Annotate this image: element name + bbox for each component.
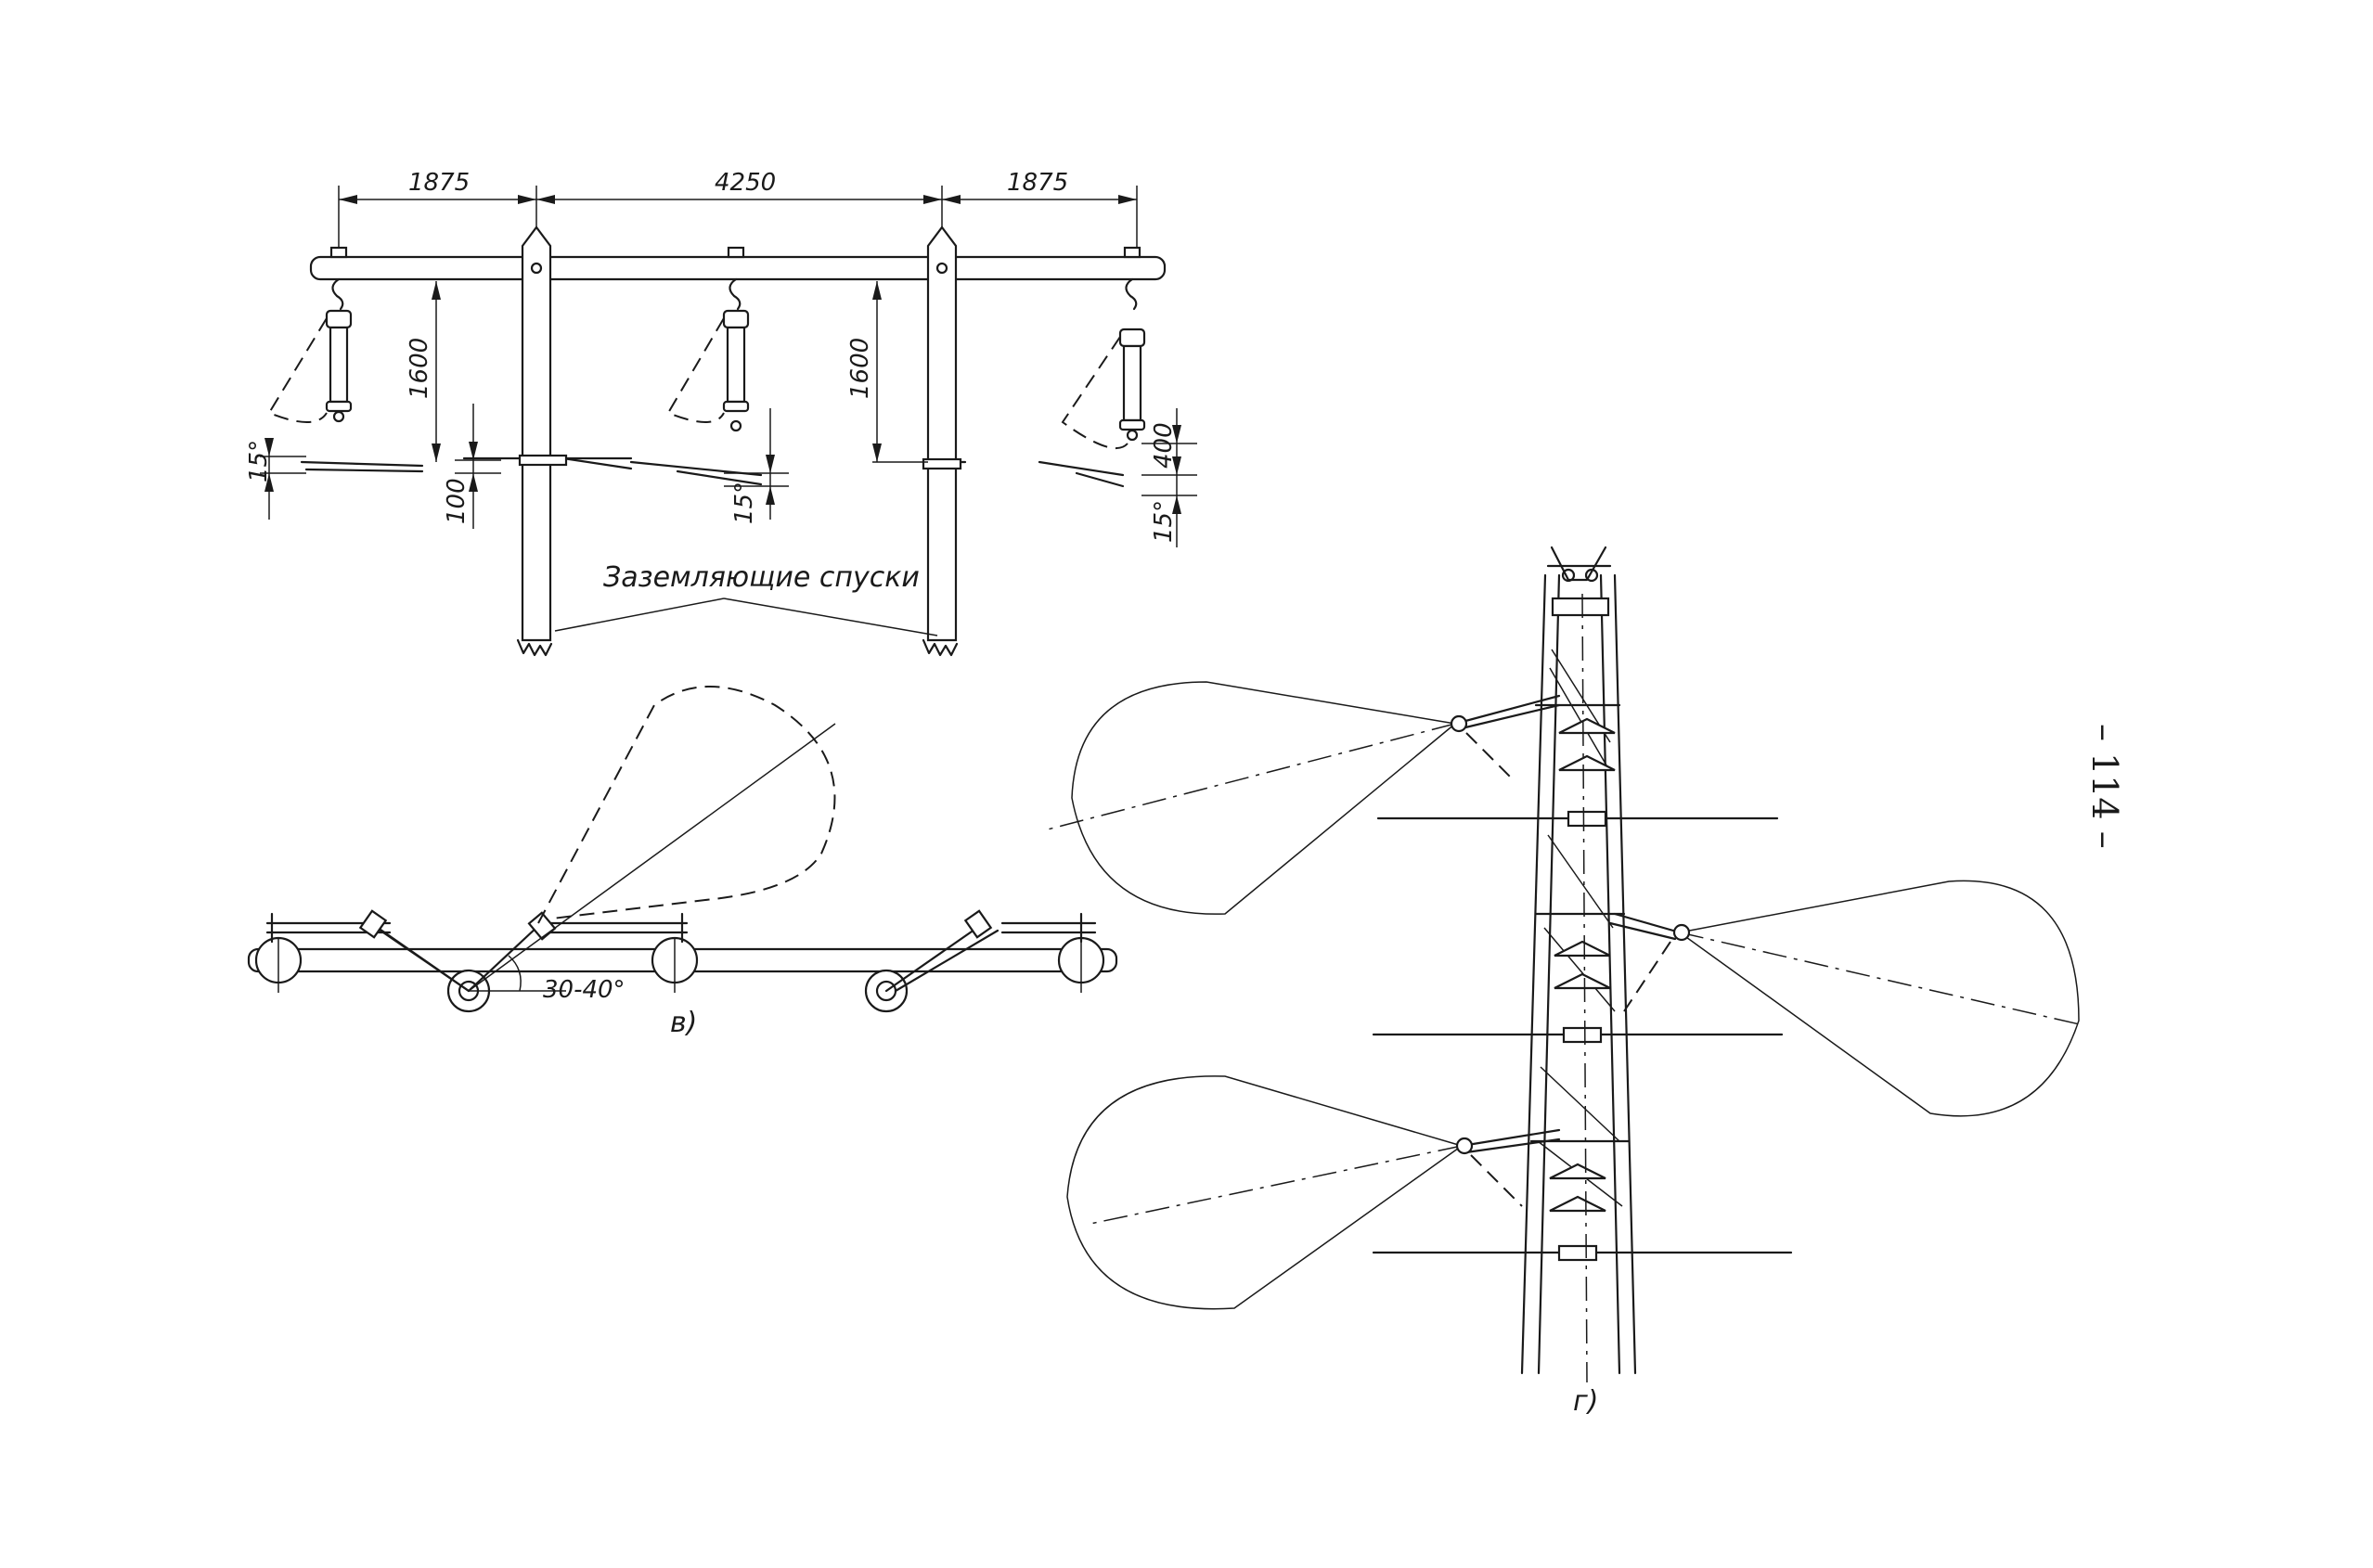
tower-elevation-g: г) — [1043, 546, 2084, 1418]
ground-caption-group: Заземляющие спуски — [554, 561, 938, 636]
insulator-stack-2 — [1554, 940, 1611, 1044]
dim-height-left: 1600 — [406, 338, 433, 399]
switch-blades — [300, 454, 1125, 488]
hanging-insulator-center — [666, 246, 750, 432]
insulator-stack-1 — [1558, 717, 1616, 828]
angle-right: 15° — [1150, 500, 1178, 543]
dim-right-span: 1875 — [1007, 169, 1068, 197]
angle-center: 15° — [730, 482, 758, 524]
dim-left-span: 1875 — [408, 169, 470, 197]
top-dimension-line: 1875 4250 1875 — [338, 169, 1138, 251]
figure-g-letter: г) — [1573, 1385, 1598, 1418]
swing-lobe-upper-left — [1043, 681, 1561, 915]
plan-blade-swing — [537, 686, 836, 924]
angle-left-marker: 15° — [245, 438, 306, 520]
dim-gap-bottom: 100 — [443, 478, 471, 524]
pole-right — [922, 225, 959, 657]
swing-lobe-lower-left — [1066, 1075, 1561, 1310]
angle-left: 15° — [245, 440, 273, 482]
pole-left — [516, 225, 553, 657]
dim-clearance-line: 400 15° — [1141, 408, 1197, 547]
caption-ground: Заземляющие спуски — [603, 561, 920, 594]
dim-height-right: 1600 — [846, 338, 874, 399]
dim-gap-line: 100 — [443, 404, 501, 529]
dim-clearance: 400 — [1150, 422, 1178, 469]
angle-center-marker: 15° — [724, 408, 789, 524]
plan-view-v: 30-40° в) — [247, 686, 1118, 1039]
dim-height-right-line: 1600 — [846, 281, 928, 463]
swing-lobe-right — [1608, 880, 2084, 1117]
dim-height-left-line: 1600 — [406, 281, 441, 462]
page-number: – 114 – — [2084, 724, 2125, 849]
hanging-insulator-right — [1061, 246, 1146, 450]
frame-elevation: 1875 4250 1875 — [245, 169, 1197, 657]
crossarm-beam — [309, 255, 1167, 281]
hanging-insulator-left — [267, 246, 353, 423]
insulator-stack-3 — [1549, 1163, 1606, 1262]
angle-label: 30-40° — [543, 976, 625, 1004]
figure-v-letter: в) — [670, 1007, 697, 1039]
dim-center-span: 4250 — [715, 169, 776, 197]
